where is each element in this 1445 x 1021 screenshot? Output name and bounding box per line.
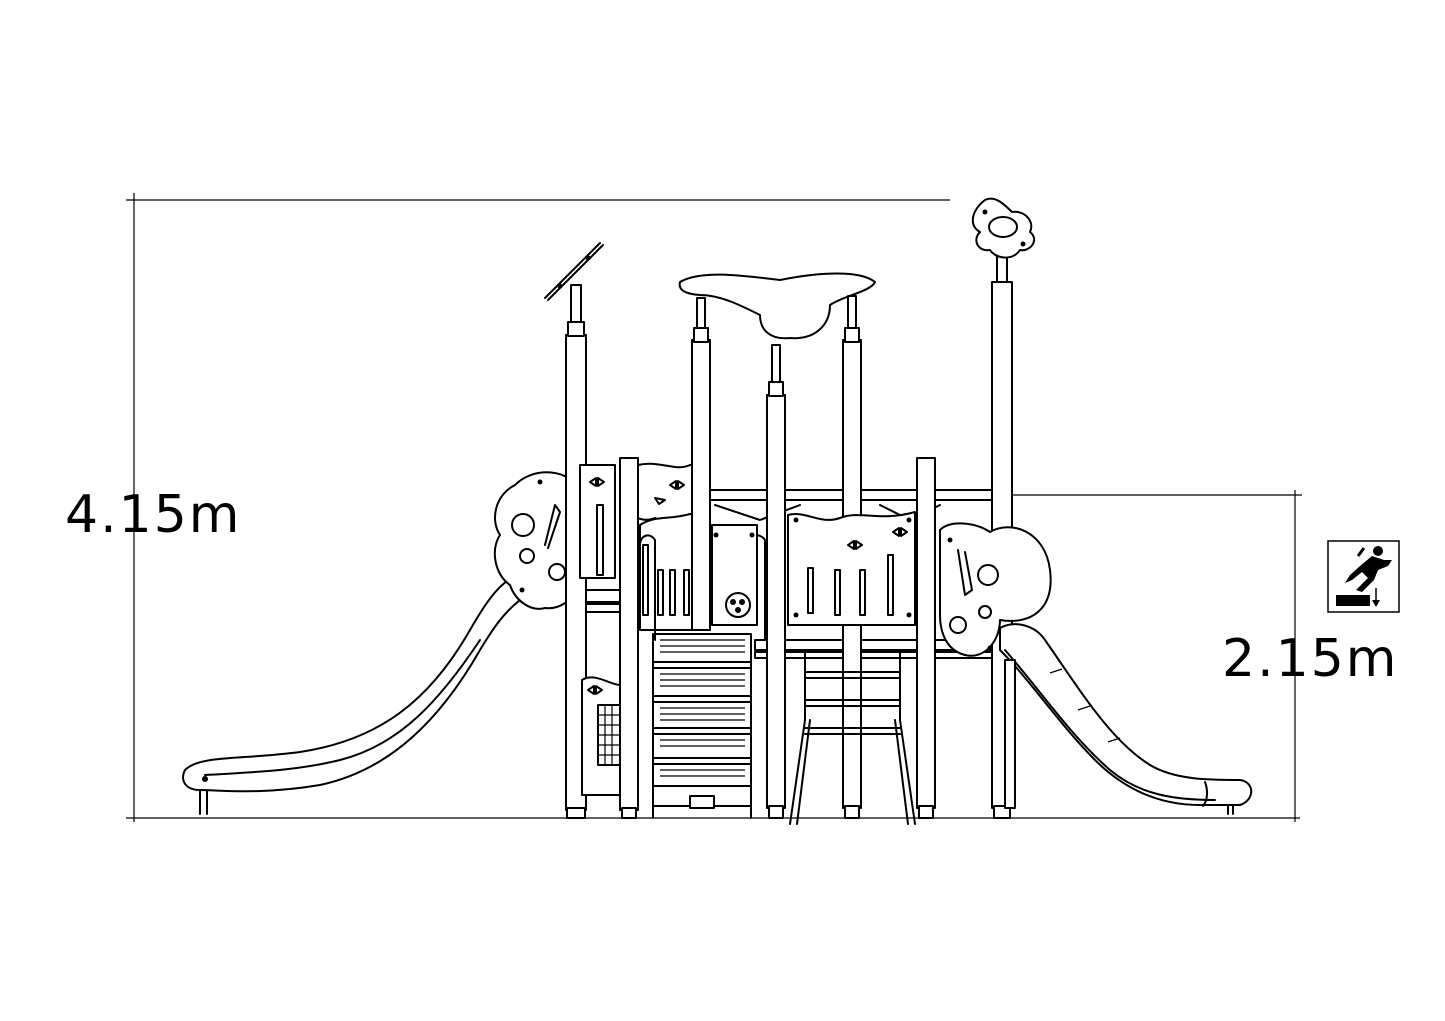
dimension-total-height [126, 193, 1300, 822]
right-flower-post [971, 197, 1036, 819]
free-fall-height-icon [1327, 540, 1400, 613]
step-ladder [652, 633, 752, 819]
dimension-fall-height [1010, 490, 1302, 822]
climbing-ladder [789, 649, 916, 825]
right-cloud-panel [939, 522, 1052, 657]
left-wall-panel [579, 464, 616, 579]
middle-panel [711, 524, 758, 626]
left-slide [182, 574, 521, 793]
total-height-label: 4.15m [65, 485, 241, 545]
right-slotted-panel [787, 511, 916, 626]
fall-height-label: 2.15m [1222, 629, 1398, 689]
post-2 [619, 457, 639, 819]
post-center [766, 344, 786, 819]
right-lower-support [1004, 659, 1016, 809]
cloud-roof [678, 272, 876, 340]
post-3 [691, 297, 711, 631]
upper-cloud-panel [637, 462, 701, 522]
post-5 [916, 457, 936, 819]
lower-grid-panel [581, 676, 621, 796]
left-cloud-panel [493, 471, 581, 610]
right-slide [999, 623, 1253, 807]
